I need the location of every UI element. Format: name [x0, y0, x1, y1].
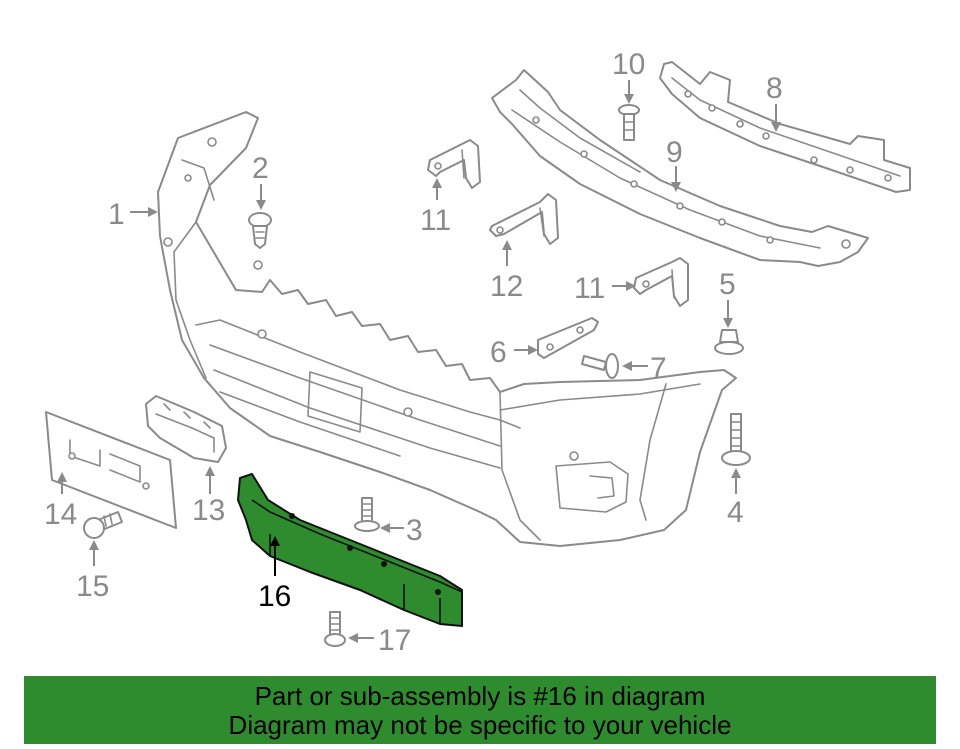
part-plate-bracket-14	[45, 411, 177, 529]
part-bumper-cover	[157, 111, 737, 547]
part-bracket-11-upper	[427, 139, 481, 189]
callout-13: 13	[192, 494, 225, 527]
info-banner: Part or sub-assembly is #16 in diagram D…	[24, 676, 936, 744]
part-bolt-10	[618, 104, 640, 141]
callout-10: 10	[612, 48, 645, 81]
callout-7: 7	[650, 352, 667, 385]
part-housing-13	[145, 395, 227, 463]
callout-17: 17	[378, 624, 411, 657]
callout-4: 4	[727, 496, 744, 529]
callout-leaders	[57, 80, 781, 643]
part-nut-5	[714, 329, 744, 355]
callout-15: 15	[76, 570, 109, 603]
part-bolt-3	[354, 497, 380, 532]
banner-line-1: Part or sub-assembly is #16 in diagram	[254, 681, 706, 711]
part-bracket-6	[537, 317, 599, 359]
part-reinforcement-8	[659, 61, 911, 193]
callout-2: 2	[252, 152, 269, 185]
part-lower-absorber-16	[237, 473, 463, 627]
banner-line-2: Diagram may not be specific to your vehi…	[228, 710, 732, 740]
callout-6: 6	[490, 336, 507, 369]
part-beam-9	[491, 69, 869, 267]
parts-diagram: 1 2 3 4 5 6 7 8 9 10 11 11 12 13 14 15 1…	[44, 48, 911, 657]
callout-11-upper: 11	[420, 204, 451, 237]
part-bracket-11-right	[633, 257, 689, 307]
callout-16: 16	[258, 580, 291, 613]
part-bracket-12	[489, 193, 559, 245]
callout-labels: 1 2 3 4 5 6 7 8 9 10 11 11 12 13 14 15 1…	[44, 48, 783, 657]
callout-12: 12	[490, 270, 523, 303]
part-bolt-15	[83, 511, 123, 539]
part-bolt-4	[721, 413, 751, 466]
part-screw-7	[581, 353, 619, 379]
callout-14: 14	[44, 498, 77, 531]
callout-8: 8	[766, 72, 783, 105]
callout-9: 9	[666, 136, 683, 169]
callout-1: 1	[108, 198, 125, 231]
part-bolt-17	[324, 611, 346, 647]
callout-11-right: 11	[574, 272, 605, 305]
callout-5: 5	[719, 268, 736, 301]
part-clip-2	[248, 212, 272, 249]
callout-3: 3	[406, 514, 423, 547]
